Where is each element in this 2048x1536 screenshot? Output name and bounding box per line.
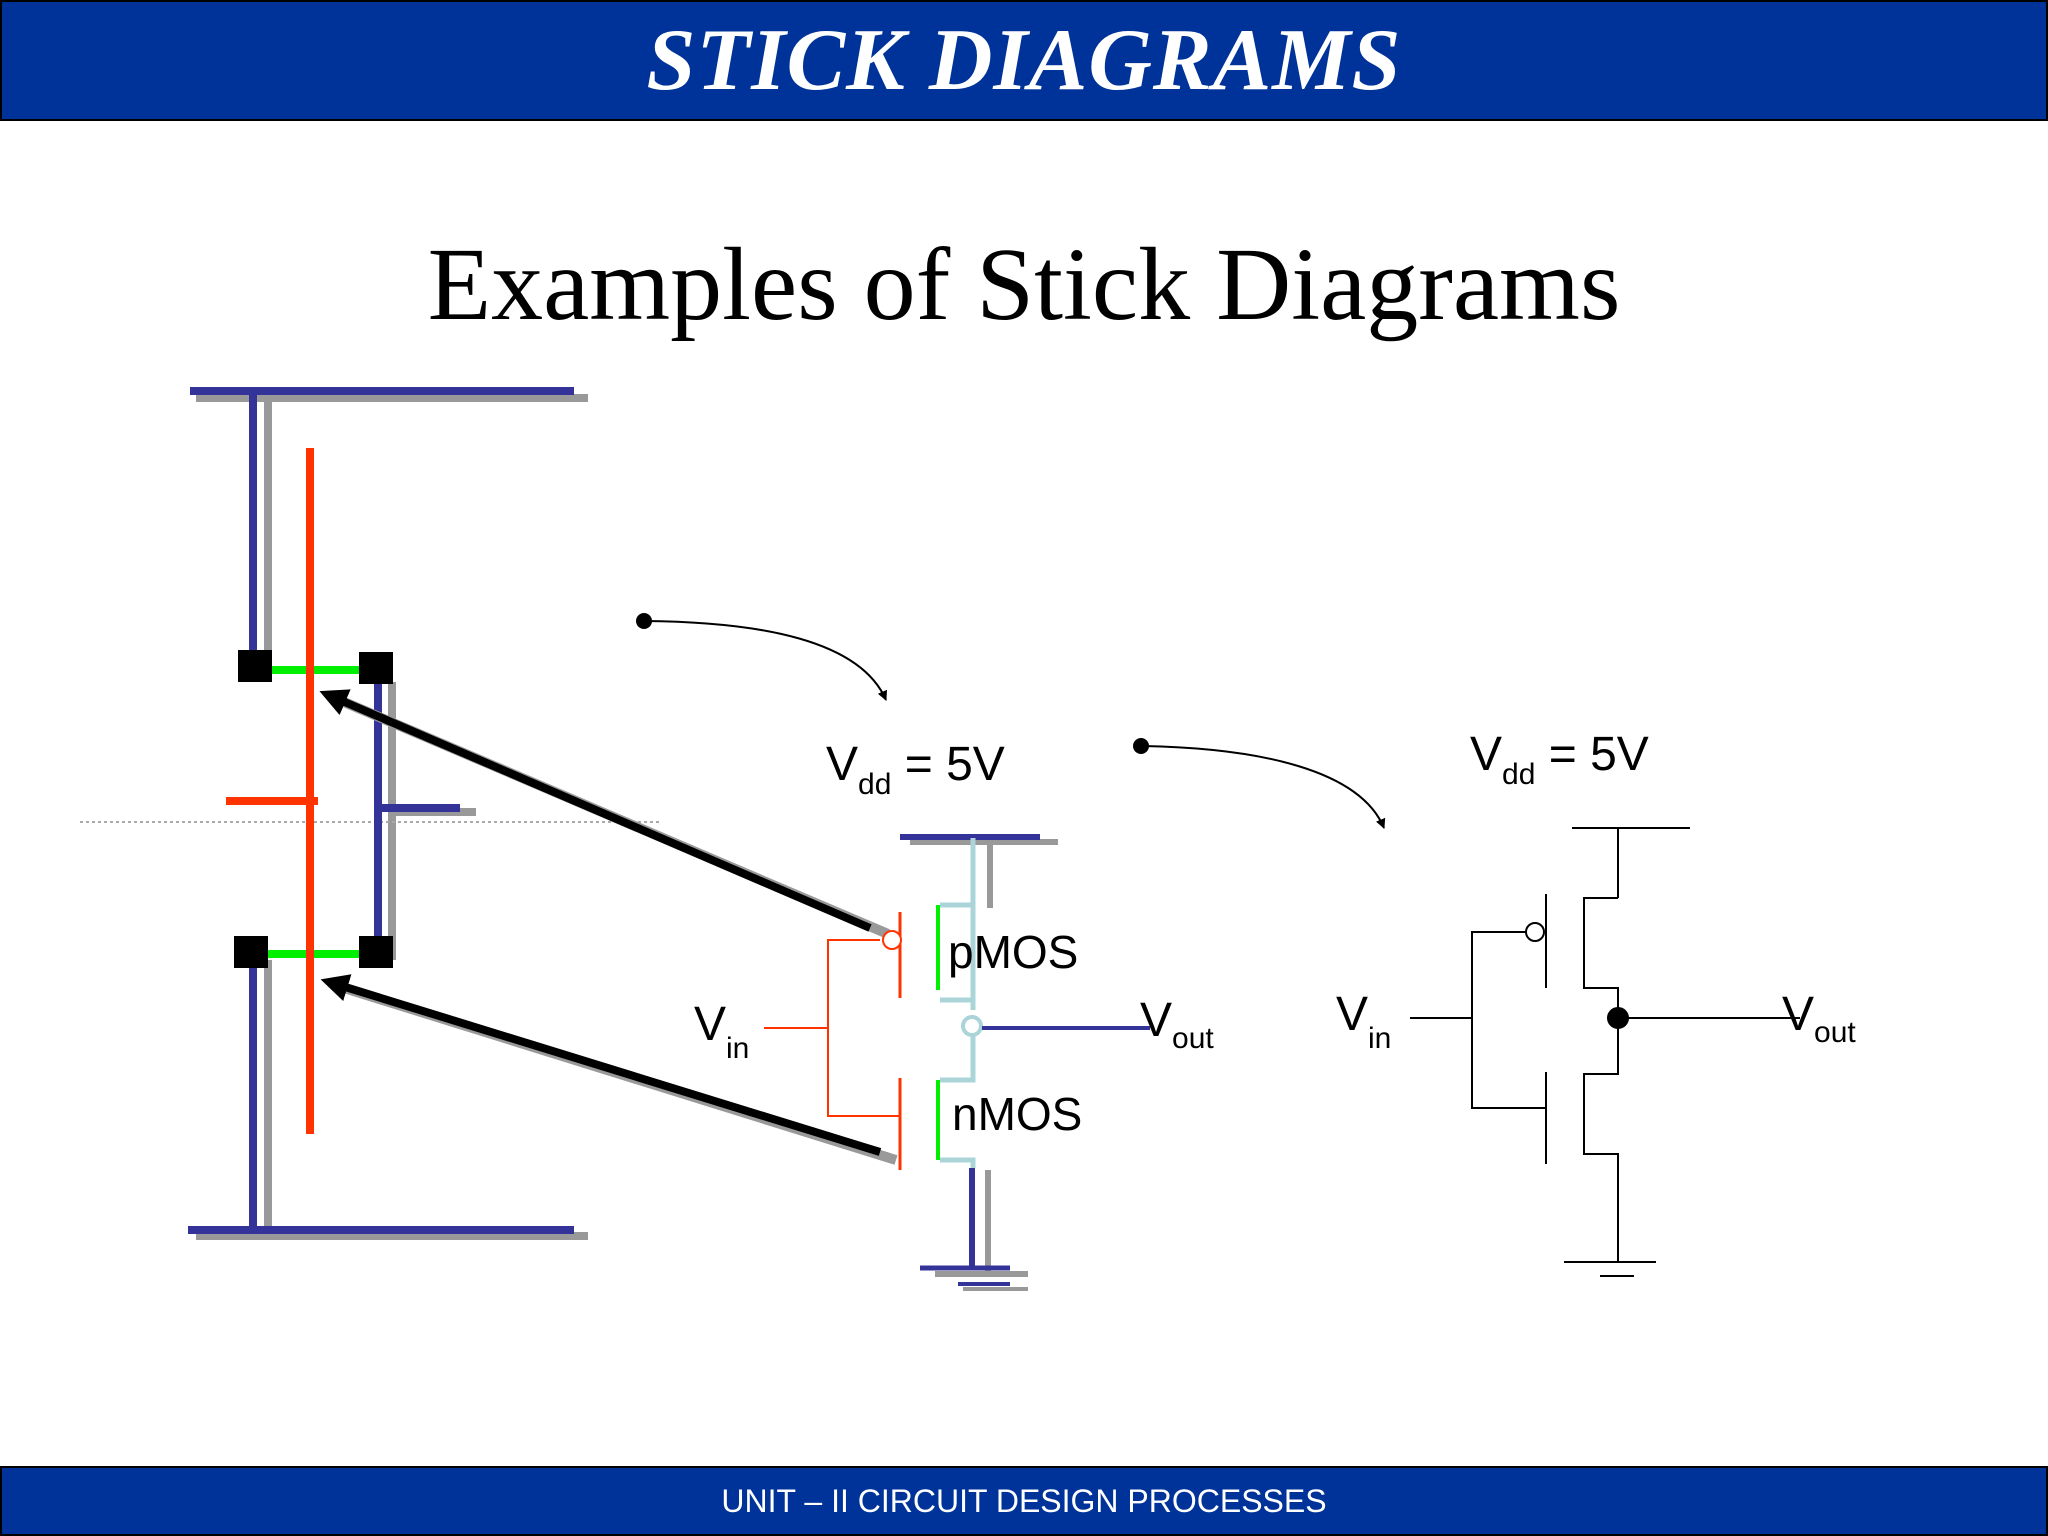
curve-arrow-left [643,620,887,701]
diffusion-lines [252,666,378,958]
contact-gnd [234,936,268,968]
vin-label-mid: Vin [694,998,749,1065]
footer-text: UNIT – II CIRCUIT DESIGN PROCESSES [721,1482,1327,1519]
vdd-label-mid: Vdd = 5V [826,738,1005,801]
metal-lines [188,387,574,1234]
contact-p-drain [359,652,393,684]
inverter-schematic [1410,827,1800,1277]
curved-arrows [636,613,1386,829]
inverter-schematic-labels: Vdd = 5V Vin Vout [1336,728,1856,1055]
header-banner: STICK DIAGRAMS [0,0,2048,121]
vin-label-right: Vin [1336,988,1391,1055]
pmos-label: pMOS [948,926,1078,978]
poly-lines [226,448,318,1134]
stick-diagram [80,387,898,1240]
contact-vdd [238,650,272,682]
slide-title: Examples of Stick Diagrams [427,227,1621,342]
vout-label-right: Vout [1782,988,1856,1049]
pmos-bubble [882,930,902,950]
vdd-label-right: Vdd = 5V [1470,728,1649,791]
nmos-label: nMOS [952,1088,1082,1140]
pmos-bubble-right [1525,922,1545,942]
contact-n-drain [359,936,393,968]
mapping-arrows [319,689,898,1165]
vout-label-mid: Vout [1140,994,1214,1055]
colored-inverter-schematic: pMOS nMOS Vdd = 5V Vin Vout [694,738,1214,1291]
curve-arrow-right [1140,745,1386,829]
input-wiring [827,939,900,1117]
contacts [234,650,393,968]
header-title: STICK DIAGRAMS [646,12,1402,109]
footer-banner: UNIT – II CIRCUIT DESIGN PROCESSES [0,1466,2048,1536]
output-node-mid [961,1015,983,1037]
